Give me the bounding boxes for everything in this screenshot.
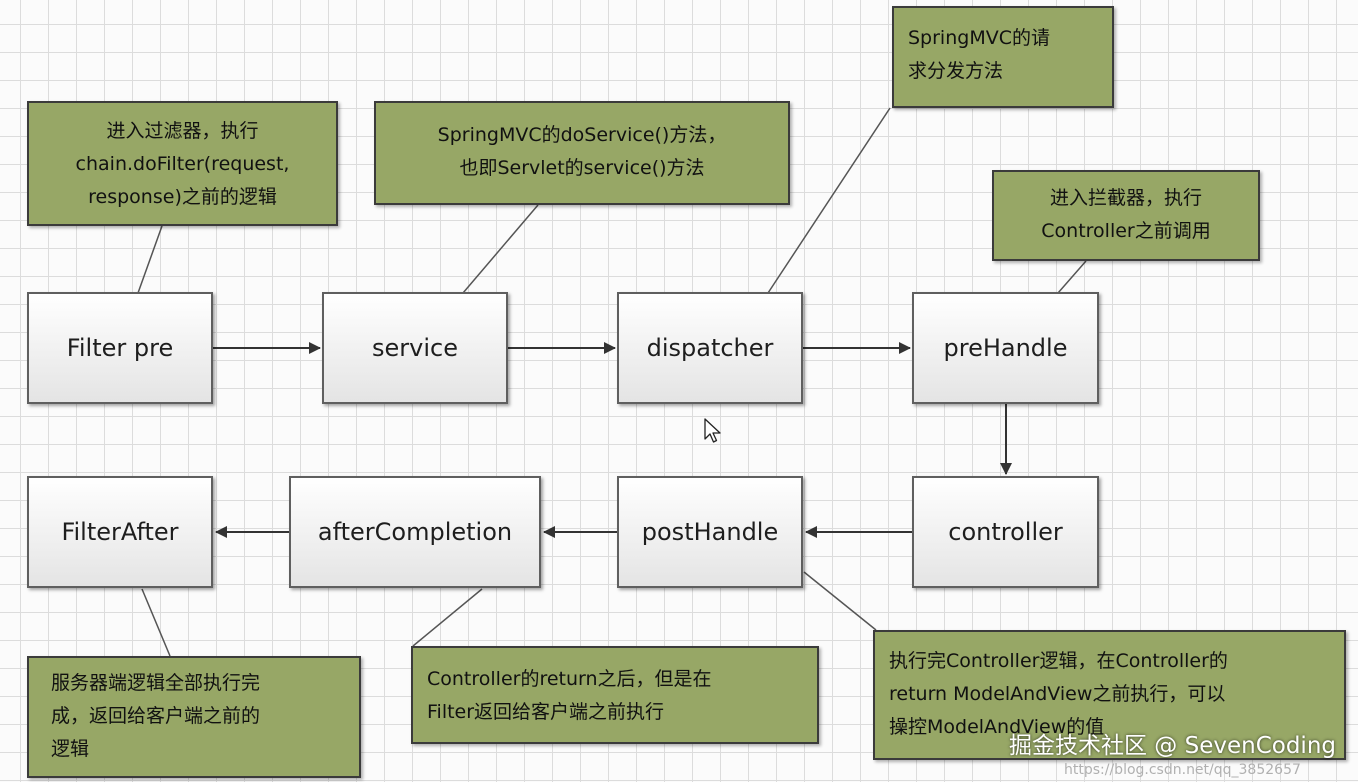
note-service-line-2: 也即Servlet的service()方法 <box>459 157 705 179</box>
note-filter-pre-line-1: 进入过滤器，执行 <box>106 120 259 142</box>
note-service-line-1: SpringMVC的doService()方法， <box>437 124 727 146</box>
note-filter-pre-line-2: chain.doFilter(request, <box>75 153 290 175</box>
note-filter-pre-line-3: response)之前的逻辑 <box>88 186 277 208</box>
note-dispatcher: SpringMVC的请 求分发方法 <box>892 6 1114 108</box>
leader-aftercompletion <box>412 588 483 647</box>
note-aftercompletion-line-1: Controller的return之后，但是在 <box>427 668 712 690</box>
node-filterafter: FilterAfter <box>27 476 213 588</box>
node-service: service <box>322 292 508 404</box>
leader-dispatcher <box>767 107 891 294</box>
note-dispatcher-line-1: SpringMVC的请 <box>908 27 1050 49</box>
leader-service <box>462 204 539 294</box>
note-prehandle-line-2: Controller之前调用 <box>1041 220 1211 242</box>
note-dispatcher-line-2: 求分发方法 <box>908 60 1004 82</box>
note-posthandle-line-3: 操控ModelAndView的值 <box>889 716 1105 738</box>
source-url-watermark: https://blog.csdn.net/qq_3852657 <box>1064 762 1301 778</box>
node-filter-pre: Filter pre <box>27 292 213 404</box>
note-filterafter: 服务器端逻辑全部执行完 成，返回给客户端之前的 逻辑 <box>27 656 361 778</box>
leader-filter-pre <box>137 225 163 294</box>
note-posthandle-line-2: return ModelAndView之前执行，可以 <box>889 683 1226 705</box>
note-filterafter-line-2: 成，返回给客户端之前的 <box>51 705 261 727</box>
note-posthandle: 执行完Controller逻辑，在Controller的 return Mode… <box>873 630 1346 760</box>
note-posthandle-line-1: 执行完Controller逻辑，在Controller的 <box>889 650 1228 672</box>
node-posthandle: postHandle <box>617 476 803 588</box>
note-prehandle: 进入拦截器，执行 Controller之前调用 <box>992 170 1260 261</box>
note-aftercompletion-line-2: Filter返回给客户端之前执行 <box>427 701 665 723</box>
note-service: SpringMVC的doService()方法， 也即Servlet的servi… <box>374 101 790 205</box>
node-aftercompletion: afterCompletion <box>289 476 541 588</box>
note-aftercompletion: Controller的return之后，但是在 Filter返回给客户端之前执行 <box>411 646 819 744</box>
note-filter-pre: 进入过滤器，执行 chain.doFilter(request, respons… <box>27 101 338 226</box>
watermark: 掘金技术社区 @ SevenCoding <box>1008 733 1336 759</box>
node-controller: controller <box>912 476 1099 588</box>
leader-prehandle <box>1057 260 1087 294</box>
leader-posthandle <box>803 571 877 631</box>
mouse-cursor-icon <box>704 418 721 443</box>
note-filterafter-line-1: 服务器端逻辑全部执行完 <box>51 672 261 694</box>
node-dispatcher: dispatcher <box>617 292 803 404</box>
node-prehandle: preHandle <box>912 292 1099 404</box>
note-prehandle-line-1: 进入拦截器，执行 <box>1049 187 1202 209</box>
leader-filterafter <box>141 588 171 657</box>
note-filterafter-line-3: 逻辑 <box>51 738 90 760</box>
